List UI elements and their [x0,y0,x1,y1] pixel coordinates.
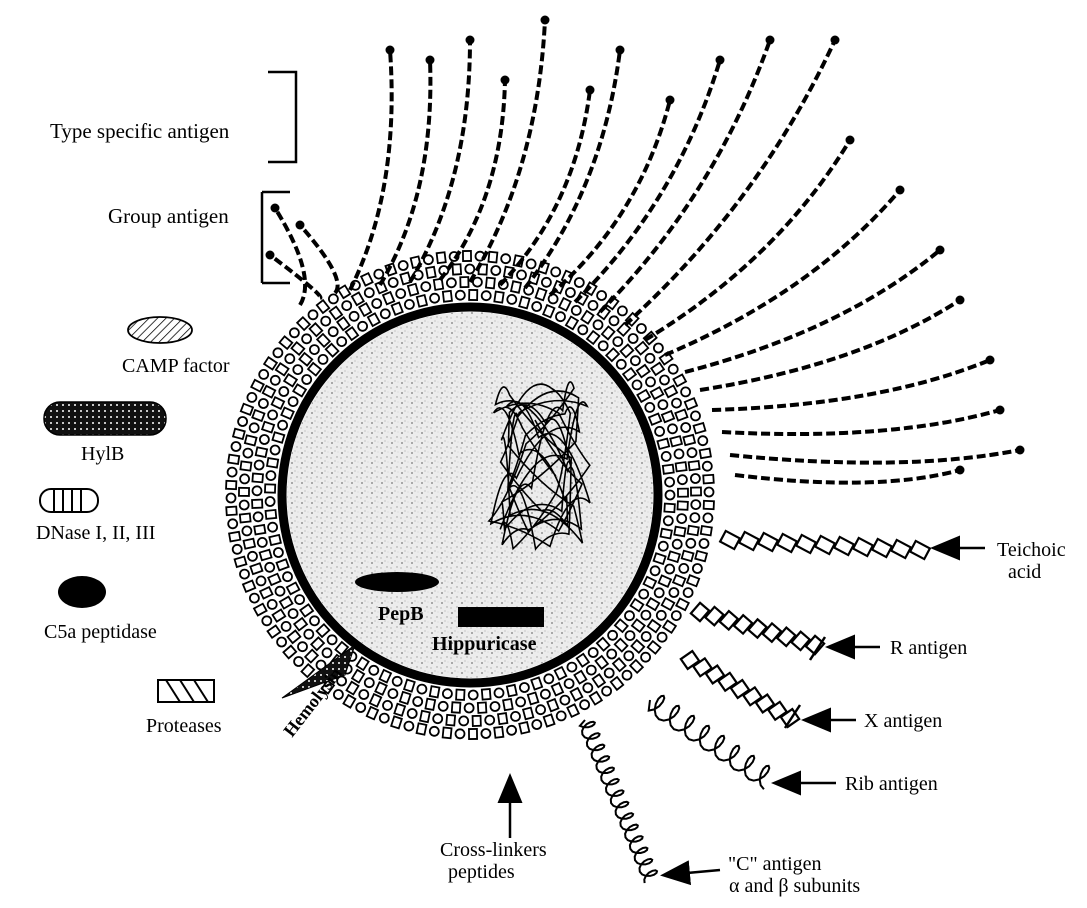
pepb-shape [355,572,439,592]
c5a-peptidase-symbol [58,576,106,608]
c-antigen-coil [580,720,657,883]
r-antigen-label: R antigen [890,637,967,659]
group-antigen-label: Group antigen [108,204,229,228]
teichoic-acid-chain [720,531,930,559]
teichoic-label-line1: Teichoic [997,539,1066,561]
camp-factor-symbol [128,317,192,343]
x-antigen-chain [681,651,800,728]
cross-linkers-label-line1: Cross-linkers [440,839,547,861]
teichoic-label-line2: acid [1008,561,1041,583]
c5a-peptidase-label: C5a peptidase [44,621,157,643]
x-antigen-label: X antigen [864,710,942,732]
rib-antigen-coil [649,696,770,789]
dnase-symbol [40,489,98,512]
rib-antigen-label: Rib antigen [845,773,938,795]
r-antigen-chain [691,603,825,660]
proteases-symbol [158,680,214,702]
hippuricase-shape [458,607,544,627]
cross-linkers-label-line2: peptides [448,861,515,883]
camp-factor-label: CAMP factor [122,355,230,377]
pepb-label: PepB [378,603,424,625]
proteases-label: Proteases [146,715,222,737]
hylb-symbol [44,402,166,435]
type-specific-bracket [268,72,296,162]
c-antigen-label-line1: "C" antigen [728,853,822,875]
c-antigen-label-line2: α and β subunits [729,875,860,897]
hylb-label: HylB [81,443,124,465]
dnase-label: DNase I, II, III [36,522,155,544]
c-antigen-arrow [665,870,720,875]
hemolysin-label: Hemolysin [279,664,345,741]
type-specific-antigen-label: Type specific antigen [50,119,230,143]
hippuricase-label: Hippuricase [432,633,537,655]
